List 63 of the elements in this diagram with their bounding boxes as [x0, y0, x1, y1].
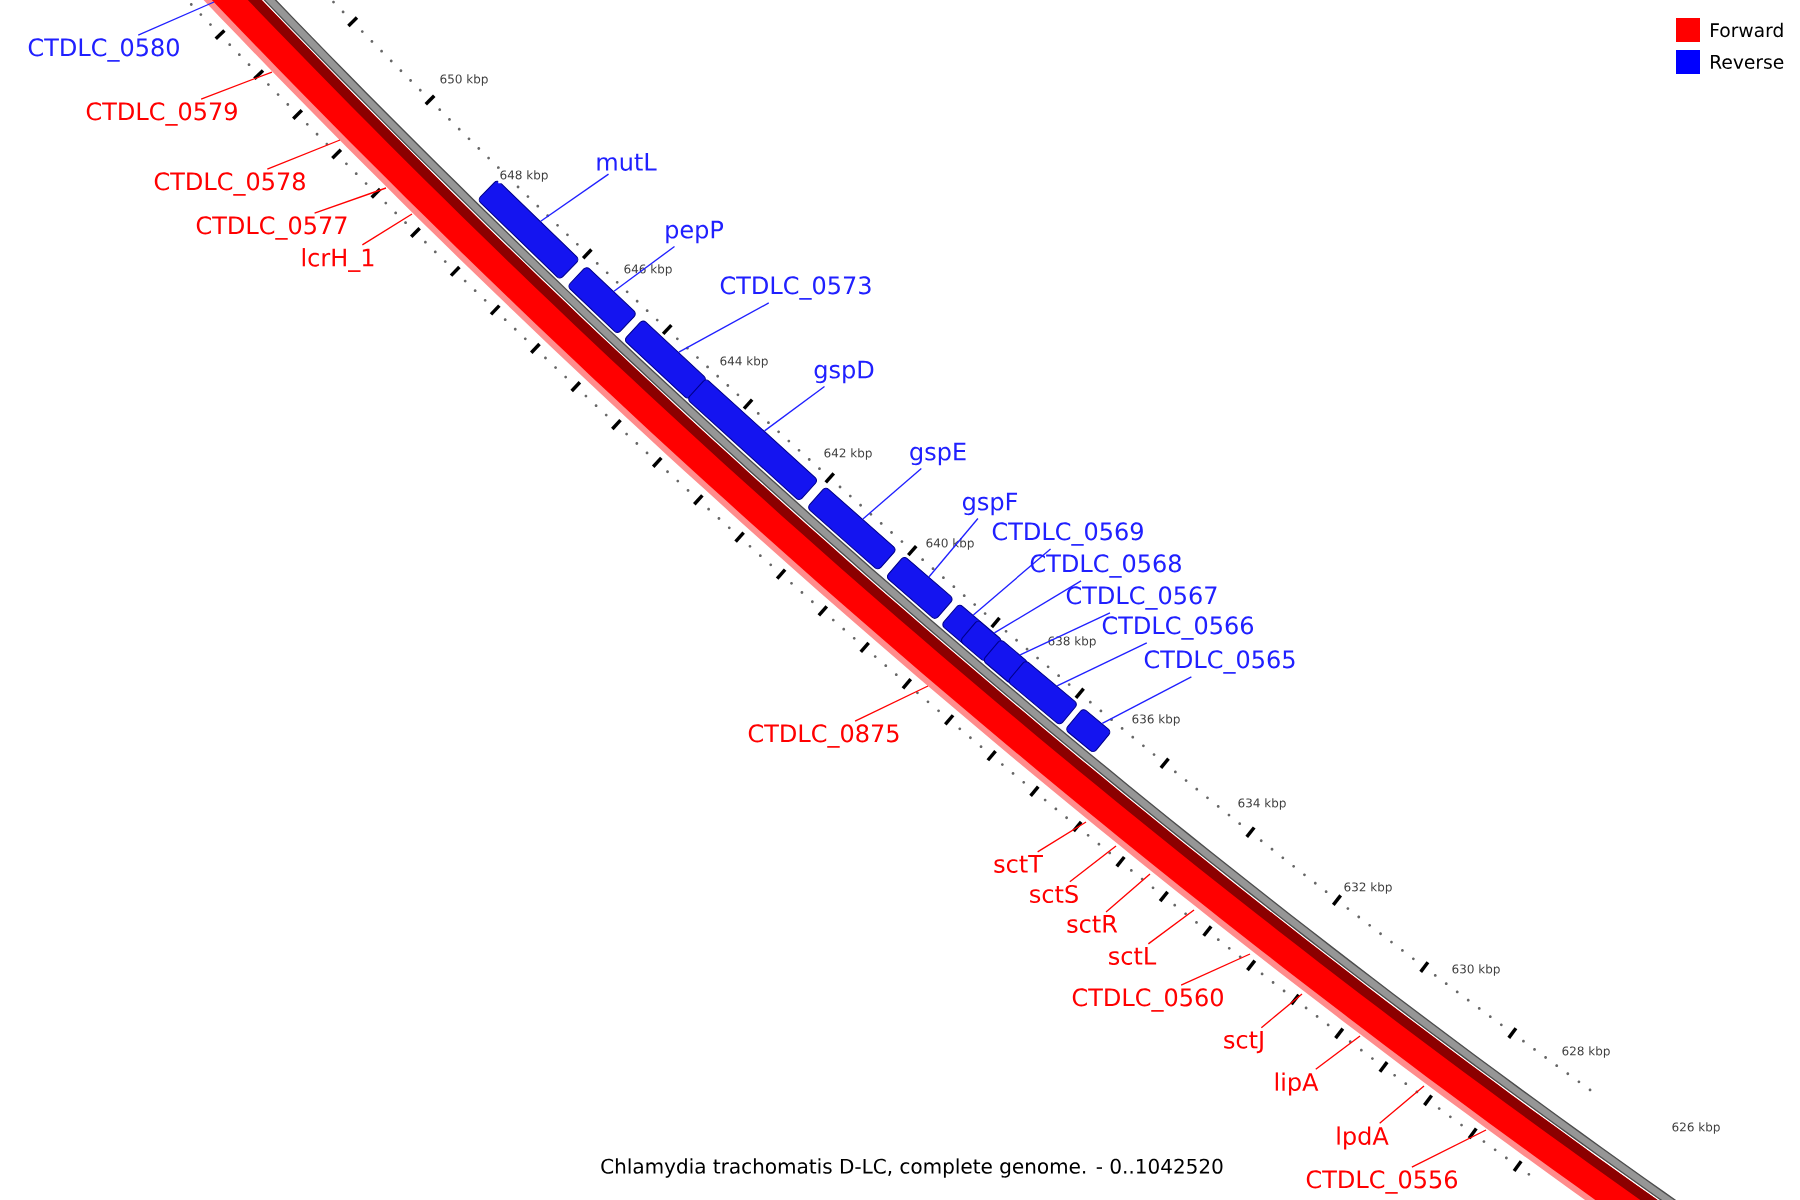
legend-label: Forward [1711, 22, 1783, 38]
leader-line [763, 385, 826, 432]
gene-label: CTDLC_0560 [1072, 988, 1223, 1012]
leader-line [1101, 676, 1193, 725]
gene-label: CTDLC_0568 [1030, 554, 1181, 578]
gene-label: gspF [962, 492, 1018, 516]
leader-line [613, 245, 676, 292]
leader-line [862, 467, 922, 520]
leader-line [1315, 1035, 1361, 1070]
gene-label: sctT [994, 855, 1043, 873]
gene-label: CTDLC_0556 [1306, 1170, 1458, 1194]
gene-label: lcrH_1 [302, 248, 374, 272]
gene-block [886, 557, 953, 619]
leader-line [313, 187, 387, 214]
leader-line [993, 580, 1082, 634]
gene-label: CTDLC_0875 [748, 724, 899, 748]
gene-label: sctJ [1224, 1030, 1263, 1054]
leader-line [1105, 873, 1151, 913]
gene-block [808, 487, 896, 570]
gene-label: CTDLC_0566 [1102, 616, 1254, 640]
caption: Chlamydia trachomatis D-LC, complete genome. - 0..1042520 [601, 1158, 1223, 1178]
gene-label: CTDLC_0569 [992, 522, 1143, 546]
gene-block [688, 379, 818, 500]
leader-line [1147, 909, 1195, 945]
gene-label: pepP [666, 220, 724, 244]
gene-label: CTDLC_0567 [1066, 586, 1217, 610]
leader-line [200, 71, 273, 100]
leader-line [928, 517, 979, 578]
gene-label: gspD [814, 360, 874, 384]
leader-line [1019, 612, 1111, 656]
leader-line [1036, 821, 1087, 853]
legend-label: Reverse [1711, 55, 1784, 69]
gene-block [1066, 709, 1111, 753]
gene-label: CTDLC_0565 [1144, 650, 1295, 674]
leader-line [854, 685, 929, 722]
gene-label: CTDLC_0573 [720, 276, 871, 300]
gene-label: lpdA [1337, 1126, 1389, 1150]
leader-line [137, 1, 215, 36]
leader-line [1069, 845, 1117, 883]
leader-line [361, 213, 413, 246]
gene-label: mutL [597, 153, 657, 171]
gene-label: CTDLC_0577 [196, 216, 347, 240]
gene-block [624, 320, 706, 399]
gene-block [1008, 661, 1077, 725]
leader-line [1180, 953, 1251, 986]
leader-line [678, 302, 770, 353]
gene-label: lipA [1275, 1072, 1319, 1096]
gene-label: sctS [1030, 884, 1078, 904]
leader-line [266, 139, 341, 170]
gene-label: sctR [1067, 915, 1118, 933]
leader-line [1379, 1085, 1425, 1124]
gene-block [960, 620, 1002, 661]
leader-line [1260, 993, 1303, 1029]
gene-label: CTDLC_0579 [86, 102, 237, 126]
gene-block [478, 180, 579, 279]
leader-line [540, 173, 610, 222]
gene-label: CTDLC_0578 [154, 172, 305, 196]
gene-label: gspE [910, 442, 966, 466]
leader-line [1411, 1129, 1487, 1168]
leader-line [1056, 642, 1148, 687]
gene-label: CTDLC_0580 [28, 38, 179, 62]
leader-line [972, 548, 1052, 616]
gene-label: sctL [1109, 947, 1157, 965]
